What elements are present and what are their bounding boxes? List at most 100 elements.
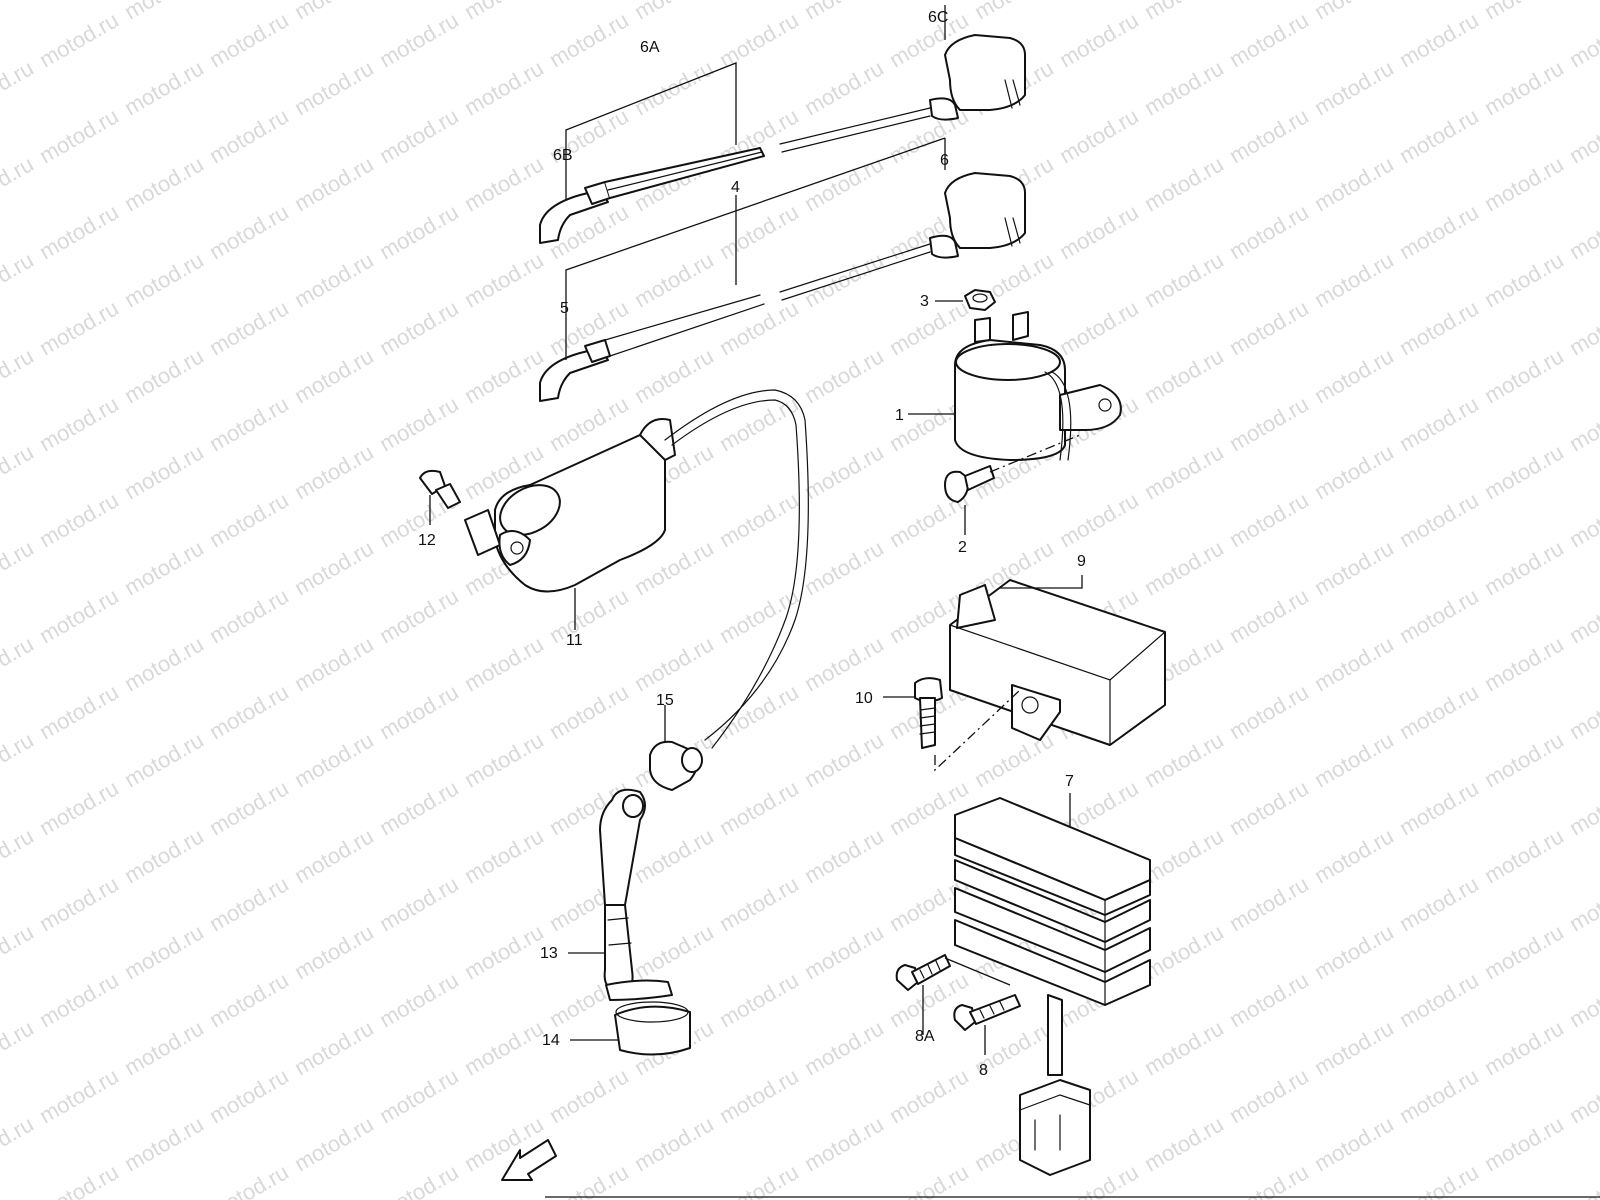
callout-6B: 6B	[553, 147, 573, 164]
watermark-text: motod.ru	[1140, 343, 1228, 408]
watermark-text: motod.ru	[0, 151, 38, 216]
watermark-text: motod.ru	[800, 919, 888, 984]
watermark-text: motod.ru	[1225, 1159, 1313, 1200]
watermark-text: motod.ru	[970, 0, 1058, 24]
watermark-text: motod.ru	[375, 1063, 463, 1128]
watermark-text: motod.ru	[375, 7, 463, 72]
watermark-text: motod.ru	[1140, 535, 1228, 600]
watermark-text: motod.ru	[1395, 295, 1483, 360]
watermark-text: motod.ru	[1225, 871, 1313, 936]
watermark-text: motod.ru	[120, 919, 208, 984]
watermark-text: motod.ru	[460, 1015, 548, 1080]
watermark-text: motod.ru	[1565, 7, 1600, 72]
callout-labels: 6A 6C 6B 6 4 5 3 1 2 12 9 11 10 15 7 13 …	[418, 9, 1086, 1079]
callout-9: 9	[1077, 553, 1086, 570]
watermark-text: motod.ru	[205, 775, 293, 840]
watermark-text: motod.ru	[1225, 295, 1313, 360]
watermark-text: motod.ru	[120, 151, 208, 216]
watermark-text: motod.ru	[205, 295, 293, 360]
watermark-text: motod.ru	[1310, 0, 1398, 24]
watermark-text: motod.ru	[1480, 55, 1568, 120]
watermark-text: motod.ru	[1225, 583, 1313, 648]
watermark-text: motod.ru	[1310, 439, 1398, 504]
watermark-text: motod.ru	[1225, 775, 1313, 840]
watermark-text: motod.ru	[800, 727, 888, 792]
regulator-7	[954, 793, 1151, 1176]
watermark-text: motod.ru	[1225, 679, 1313, 744]
watermark-text: motod.ru	[1140, 151, 1228, 216]
watermark-text: motod.ru	[1480, 727, 1568, 792]
watermark-text: motod.ru	[290, 439, 378, 504]
callout-14: 14	[542, 1032, 560, 1049]
watermark-text: motod.ru	[1055, 103, 1143, 168]
watermark-text: motod.ru	[1140, 1015, 1228, 1080]
callout-2: 2	[958, 539, 967, 556]
watermark-text: motod.ru	[545, 583, 633, 648]
watermark-text: motod.ru	[290, 535, 378, 600]
watermark-text: motod.ru	[375, 775, 463, 840]
watermark-text: motod.ru	[290, 55, 378, 120]
watermark-text: motod.ru	[35, 103, 123, 168]
watermark-text: motod.ru	[1140, 247, 1228, 312]
high-tension-lead-5	[539, 172, 1026, 402]
starter-relay-1	[908, 311, 1122, 461]
watermark-text: motod.ru	[205, 679, 293, 744]
watermark-text: motod.ru	[375, 199, 463, 264]
watermark-text: motod.ru	[205, 7, 293, 72]
watermark-text: motod.ru	[205, 103, 293, 168]
watermark-text: motod.ru	[120, 1015, 208, 1080]
watermark-text: motod.ru	[460, 0, 548, 24]
watermark-text: motod.ru	[1395, 583, 1483, 648]
watermark-text: motod.ru	[205, 391, 293, 456]
watermark-text: motod.ru	[1225, 1063, 1313, 1128]
watermark-text: motod.ru	[1395, 103, 1483, 168]
callout-5: 5	[560, 300, 569, 317]
watermark-text: motod.ru	[1225, 199, 1313, 264]
watermark-text: motod.ru	[35, 199, 123, 264]
callout-8: 8	[979, 1062, 988, 1079]
watermark-text: motod.ru	[35, 1159, 123, 1200]
watermark-text: motod.ru	[120, 631, 208, 696]
watermark-text: motod.ru	[1480, 343, 1568, 408]
watermark-text: motod.ru	[1140, 727, 1228, 792]
watermark-text: motod.ru	[460, 823, 548, 888]
watermark-text: motod.ru	[1395, 871, 1483, 936]
watermark-text: motod.ru	[35, 487, 123, 552]
watermark-text: motod.ru	[1565, 487, 1600, 552]
nut-3	[935, 289, 996, 311]
screw-2	[944, 434, 1081, 535]
watermark-text: motod.ru	[885, 1159, 973, 1200]
watermark-text: motod.ru	[715, 1063, 803, 1128]
watermark-text: motod.ru	[375, 871, 463, 936]
watermark-text: motod.ru	[0, 343, 38, 408]
watermark-text: motod.ru	[375, 295, 463, 360]
high-tension-lead-6	[539, 34, 1026, 244]
callout-6: 6	[940, 152, 949, 169]
watermark-text: motod.ru	[800, 343, 888, 408]
watermark-text: motod.ru	[290, 727, 378, 792]
callout-3: 3	[920, 293, 929, 310]
watermark-text: motod.ru	[715, 871, 803, 936]
callout-10: 10	[855, 690, 873, 707]
watermark-text: motod.ru	[1055, 295, 1143, 360]
callout-1: 1	[895, 407, 904, 424]
watermark-text: motod.ru	[1565, 391, 1600, 456]
watermark-text: motod.ru	[1395, 679, 1483, 744]
watermark-text: motod.ru	[290, 1015, 378, 1080]
watermark-text: motod.ru	[715, 7, 803, 72]
watermark-text: motod.ru	[460, 55, 548, 120]
watermark-text: motod.ru	[1395, 7, 1483, 72]
watermark-text: motod.ru	[545, 679, 633, 744]
watermark-text: motod.ru	[1140, 919, 1228, 984]
watermark-text: motod.ru	[1310, 343, 1398, 408]
watermark-text: motod.ru	[1565, 583, 1600, 648]
watermark-text: motod.ru	[1565, 103, 1600, 168]
watermark-text: motod.ru	[1310, 535, 1398, 600]
watermark-text: motod.ru	[715, 487, 803, 552]
watermark-text: motod.ru	[35, 391, 123, 456]
watermark-text: motod.ru	[1140, 55, 1228, 120]
watermark-text: motod.ru	[1310, 1015, 1398, 1080]
watermark-text: motod.ru	[800, 439, 888, 504]
watermark-text: motod.ru	[0, 919, 38, 984]
watermark-text: motod.ru	[630, 823, 718, 888]
